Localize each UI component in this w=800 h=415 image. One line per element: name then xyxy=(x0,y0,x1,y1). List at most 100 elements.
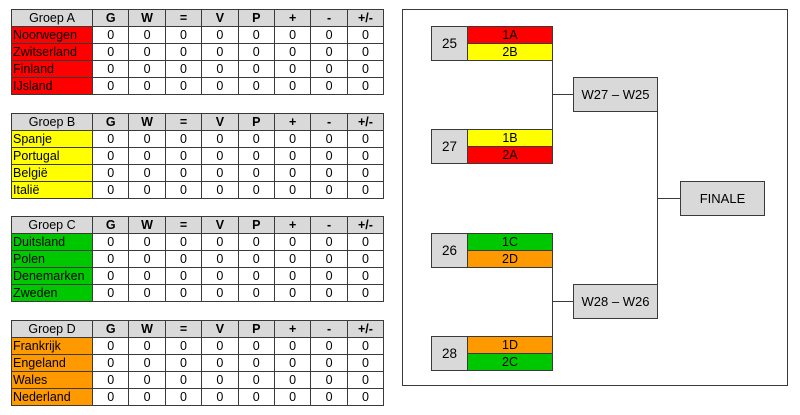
column-header: V xyxy=(201,216,239,234)
connector-line xyxy=(552,43,553,147)
final-box: FINALE xyxy=(680,181,765,216)
column-header: = xyxy=(164,9,203,27)
stat-cell: 0 xyxy=(201,164,239,182)
column-header: + xyxy=(273,216,312,234)
stat-cell: 0 xyxy=(237,371,275,389)
match-slot: 1C xyxy=(468,234,552,250)
match-number: 26 xyxy=(432,234,468,267)
stat-cell: 0 xyxy=(201,43,239,61)
stat-cell: 0 xyxy=(346,130,385,148)
column-header: - xyxy=(310,320,348,338)
stat-cell: 0 xyxy=(91,26,130,44)
stat-cell: 0 xyxy=(346,337,385,355)
match-slot: 1B xyxy=(468,130,552,146)
column-header: V xyxy=(201,113,239,131)
stat-cell: 0 xyxy=(91,388,130,406)
stat-cell: 0 xyxy=(128,26,166,44)
stat-cell: 0 xyxy=(273,60,312,78)
stat-cell: 0 xyxy=(91,164,130,182)
team-name: Portugal xyxy=(11,147,93,165)
column-header: G xyxy=(91,9,130,27)
group-name: Groep B xyxy=(11,113,93,131)
team-name: Polen xyxy=(11,250,93,268)
column-header: V xyxy=(201,9,239,27)
stat-cell: 0 xyxy=(273,164,312,182)
team-name: Nederland xyxy=(11,388,93,406)
stat-cell: 0 xyxy=(91,43,130,61)
stat-cell: 0 xyxy=(346,164,385,182)
connector-line xyxy=(657,94,658,301)
stat-cell: 0 xyxy=(237,147,275,165)
stat-cell: 0 xyxy=(310,77,348,95)
stat-cell: 0 xyxy=(310,371,348,389)
column-header: - xyxy=(310,9,348,27)
stat-cell: 0 xyxy=(91,337,130,355)
stat-cell: 0 xyxy=(91,233,130,251)
stat-cell: 0 xyxy=(164,388,203,406)
column-header: W xyxy=(128,9,166,27)
stat-cell: 0 xyxy=(201,388,239,406)
column-header: +/- xyxy=(346,9,385,27)
team-name: Denemarken xyxy=(11,267,93,285)
stat-cell: 0 xyxy=(91,354,130,372)
stat-cell: 0 xyxy=(128,77,166,95)
stat-cell: 0 xyxy=(237,26,275,44)
stat-cell: 0 xyxy=(128,388,166,406)
stat-cell: 0 xyxy=(201,60,239,78)
stat-cell: 0 xyxy=(310,267,348,285)
stat-cell: 0 xyxy=(237,267,275,285)
column-header: W xyxy=(128,113,166,131)
column-header: - xyxy=(310,113,348,131)
stat-cell: 0 xyxy=(164,60,203,78)
stat-cell: 0 xyxy=(237,284,275,302)
stat-cell: 0 xyxy=(128,164,166,182)
stat-cell: 0 xyxy=(91,267,130,285)
connector-line xyxy=(657,198,680,199)
stat-cell: 0 xyxy=(128,233,166,251)
stat-cell: 0 xyxy=(128,130,166,148)
stat-cell: 0 xyxy=(310,233,348,251)
match-slot: 1D xyxy=(468,337,552,353)
stat-cell: 0 xyxy=(273,388,312,406)
column-header: +/- xyxy=(346,320,385,338)
stat-cell: 0 xyxy=(201,181,239,199)
stat-cell: 0 xyxy=(91,371,130,389)
stat-cell: 0 xyxy=(237,337,275,355)
match-slot: 2C xyxy=(468,353,552,370)
stat-cell: 0 xyxy=(164,43,203,61)
stat-cell: 0 xyxy=(164,354,203,372)
stat-cell: 0 xyxy=(128,284,166,302)
team-name: Frankrijk xyxy=(11,337,93,355)
column-header: - xyxy=(310,216,348,234)
column-header: + xyxy=(273,9,312,27)
stat-cell: 0 xyxy=(128,267,166,285)
stat-cell: 0 xyxy=(310,181,348,199)
stat-cell: 0 xyxy=(273,181,312,199)
stat-cell: 0 xyxy=(237,250,275,268)
stat-cell: 0 xyxy=(164,164,203,182)
stat-cell: 0 xyxy=(164,371,203,389)
connector-line xyxy=(552,250,553,354)
group-name: Groep C xyxy=(11,216,93,234)
stat-cell: 0 xyxy=(164,147,203,165)
team-name: Wales xyxy=(11,371,93,389)
stat-cell: 0 xyxy=(201,284,239,302)
match-slot: 2A xyxy=(468,146,552,163)
stat-cell: 0 xyxy=(273,43,312,61)
stat-cell: 0 xyxy=(201,371,239,389)
stat-cell: 0 xyxy=(346,233,385,251)
stat-cell: 0 xyxy=(273,250,312,268)
stat-cell: 0 xyxy=(273,147,312,165)
stat-cell: 0 xyxy=(310,250,348,268)
semifinal-box-1: W27 – W25 xyxy=(573,77,658,112)
